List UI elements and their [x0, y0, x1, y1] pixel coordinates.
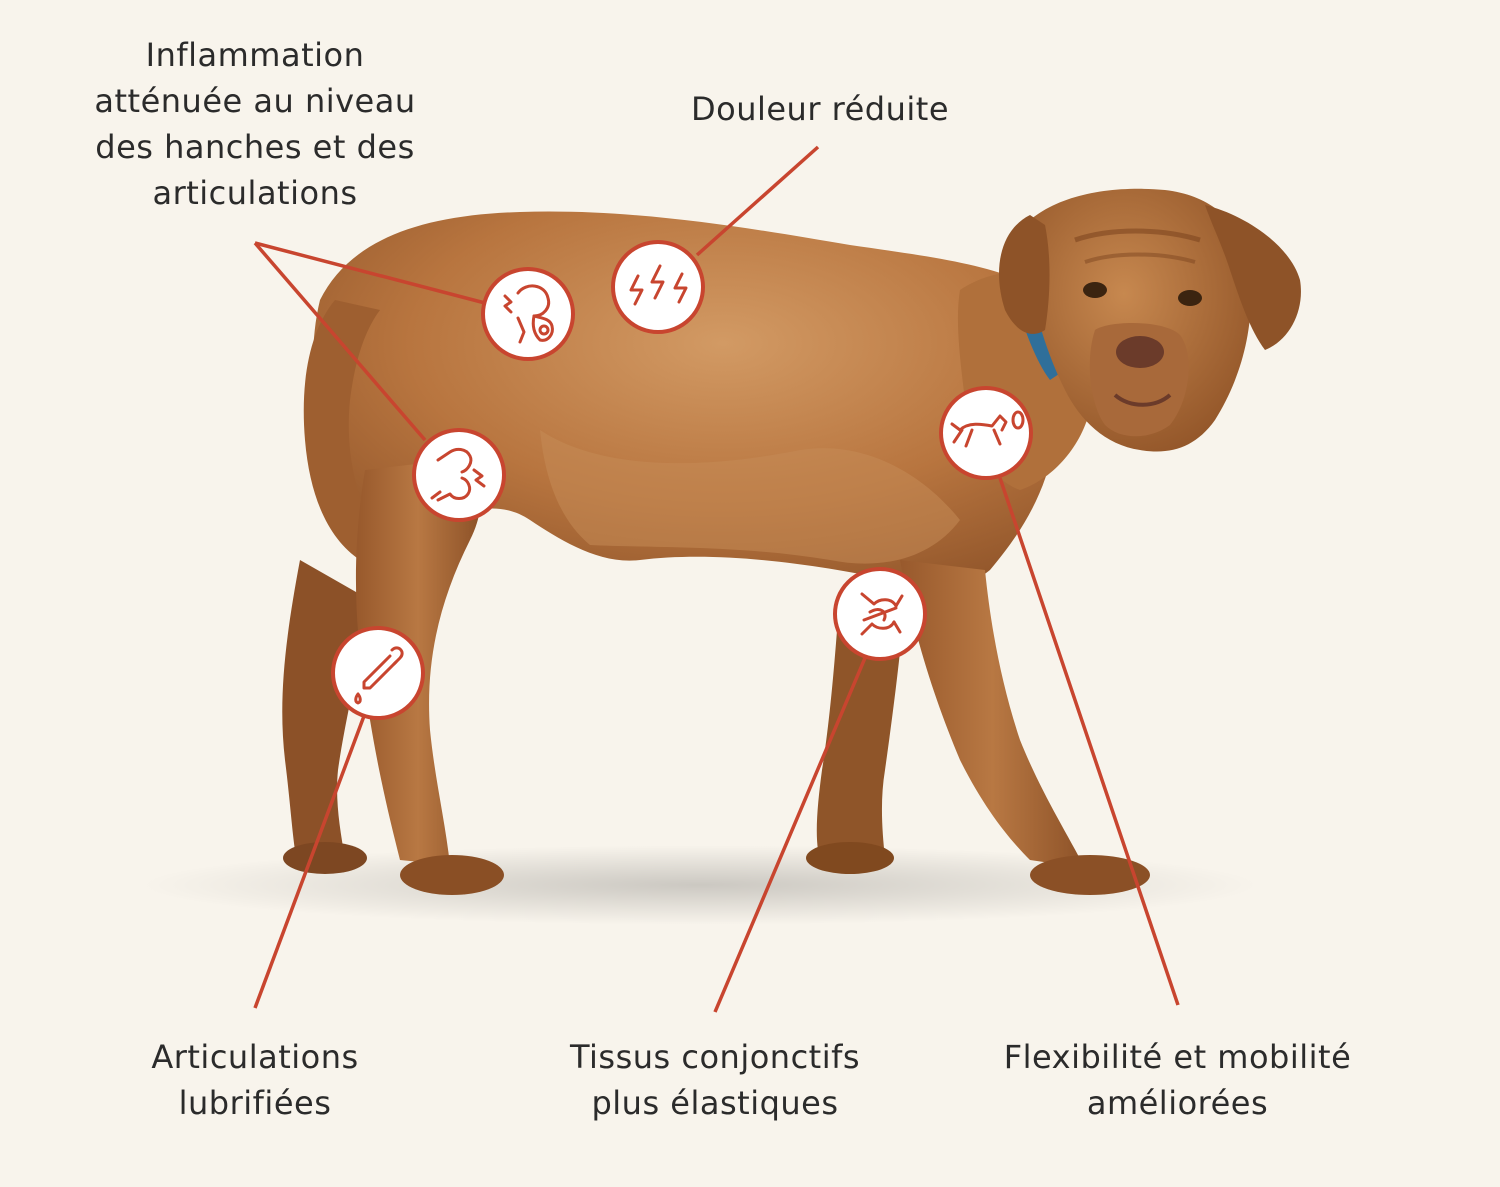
far-front-paw — [806, 842, 894, 874]
far-hind-leg — [282, 560, 370, 858]
label-pain: Douleur réduite — [640, 86, 1000, 132]
label-line: atténuée au niveau — [94, 82, 416, 120]
left-eye — [1083, 282, 1107, 298]
label-line: Flexibilité et mobilité — [1003, 1038, 1352, 1076]
line-pain — [695, 145, 820, 257]
label-flexibility: Flexibilité et mobilité améliorées — [965, 1034, 1390, 1126]
label-line: articulations — [152, 174, 358, 212]
ligament-icon-badge — [833, 567, 927, 661]
knee-joint-icon-badge — [412, 428, 506, 522]
leader-lines — [253, 145, 1180, 1013]
line-tissues — [713, 657, 867, 1013]
dog-head — [1020, 188, 1251, 452]
label-line: Articulations — [151, 1038, 359, 1076]
running-dog-icon-badge — [939, 386, 1033, 480]
label-line: Tissus conjonctifs — [569, 1038, 861, 1076]
line-inflammation-knee — [253, 241, 427, 442]
near-hind-paw — [400, 855, 504, 895]
label-line: plus élastiques — [591, 1084, 839, 1122]
label-lubricated: Articulations lubrifiées — [80, 1034, 430, 1126]
running-dog-icon — [950, 410, 1025, 448]
line-flexibility — [998, 477, 1180, 1006]
ligament-icon — [860, 592, 904, 636]
dropper-icon — [354, 646, 404, 705]
right-ear — [1205, 205, 1301, 350]
belly-shading — [540, 430, 960, 564]
label-line: Douleur réduite — [690, 90, 950, 128]
label-inflammation: Inflammation atténuée au niveau des hanc… — [55, 32, 455, 216]
label-line: améliorées — [1086, 1084, 1269, 1122]
left-ear — [998, 215, 1050, 334]
near-front-paw — [1030, 855, 1150, 895]
far-hind-paw — [283, 842, 367, 874]
near-front-leg — [900, 560, 1085, 868]
hip-joint-icon — [503, 284, 554, 344]
dog-nose — [1116, 336, 1164, 368]
label-line: lubrifiées — [178, 1084, 332, 1122]
knee-joint-icon — [430, 447, 486, 502]
line-inflammation-hip — [254, 241, 486, 305]
line-lubricated — [253, 715, 366, 1009]
label-line: Inflammation — [145, 36, 365, 74]
hip-joint-icon-badge — [481, 267, 575, 361]
label-line: des hanches et des — [95, 128, 415, 166]
dog-mouth — [1113, 393, 1172, 407]
lightning-pain-icon-badge — [611, 240, 705, 334]
lightning-pain-icon — [629, 264, 688, 306]
right-eye — [1178, 290, 1202, 306]
dropper-icon-badge — [331, 626, 425, 720]
dog-muzzle — [1089, 323, 1189, 437]
dog-tail — [303, 300, 380, 560]
face-wrinkle — [1084, 252, 1196, 264]
face-wrinkle — [1074, 228, 1201, 243]
label-tissues: Tissus conjonctifs plus élastiques — [520, 1034, 910, 1126]
